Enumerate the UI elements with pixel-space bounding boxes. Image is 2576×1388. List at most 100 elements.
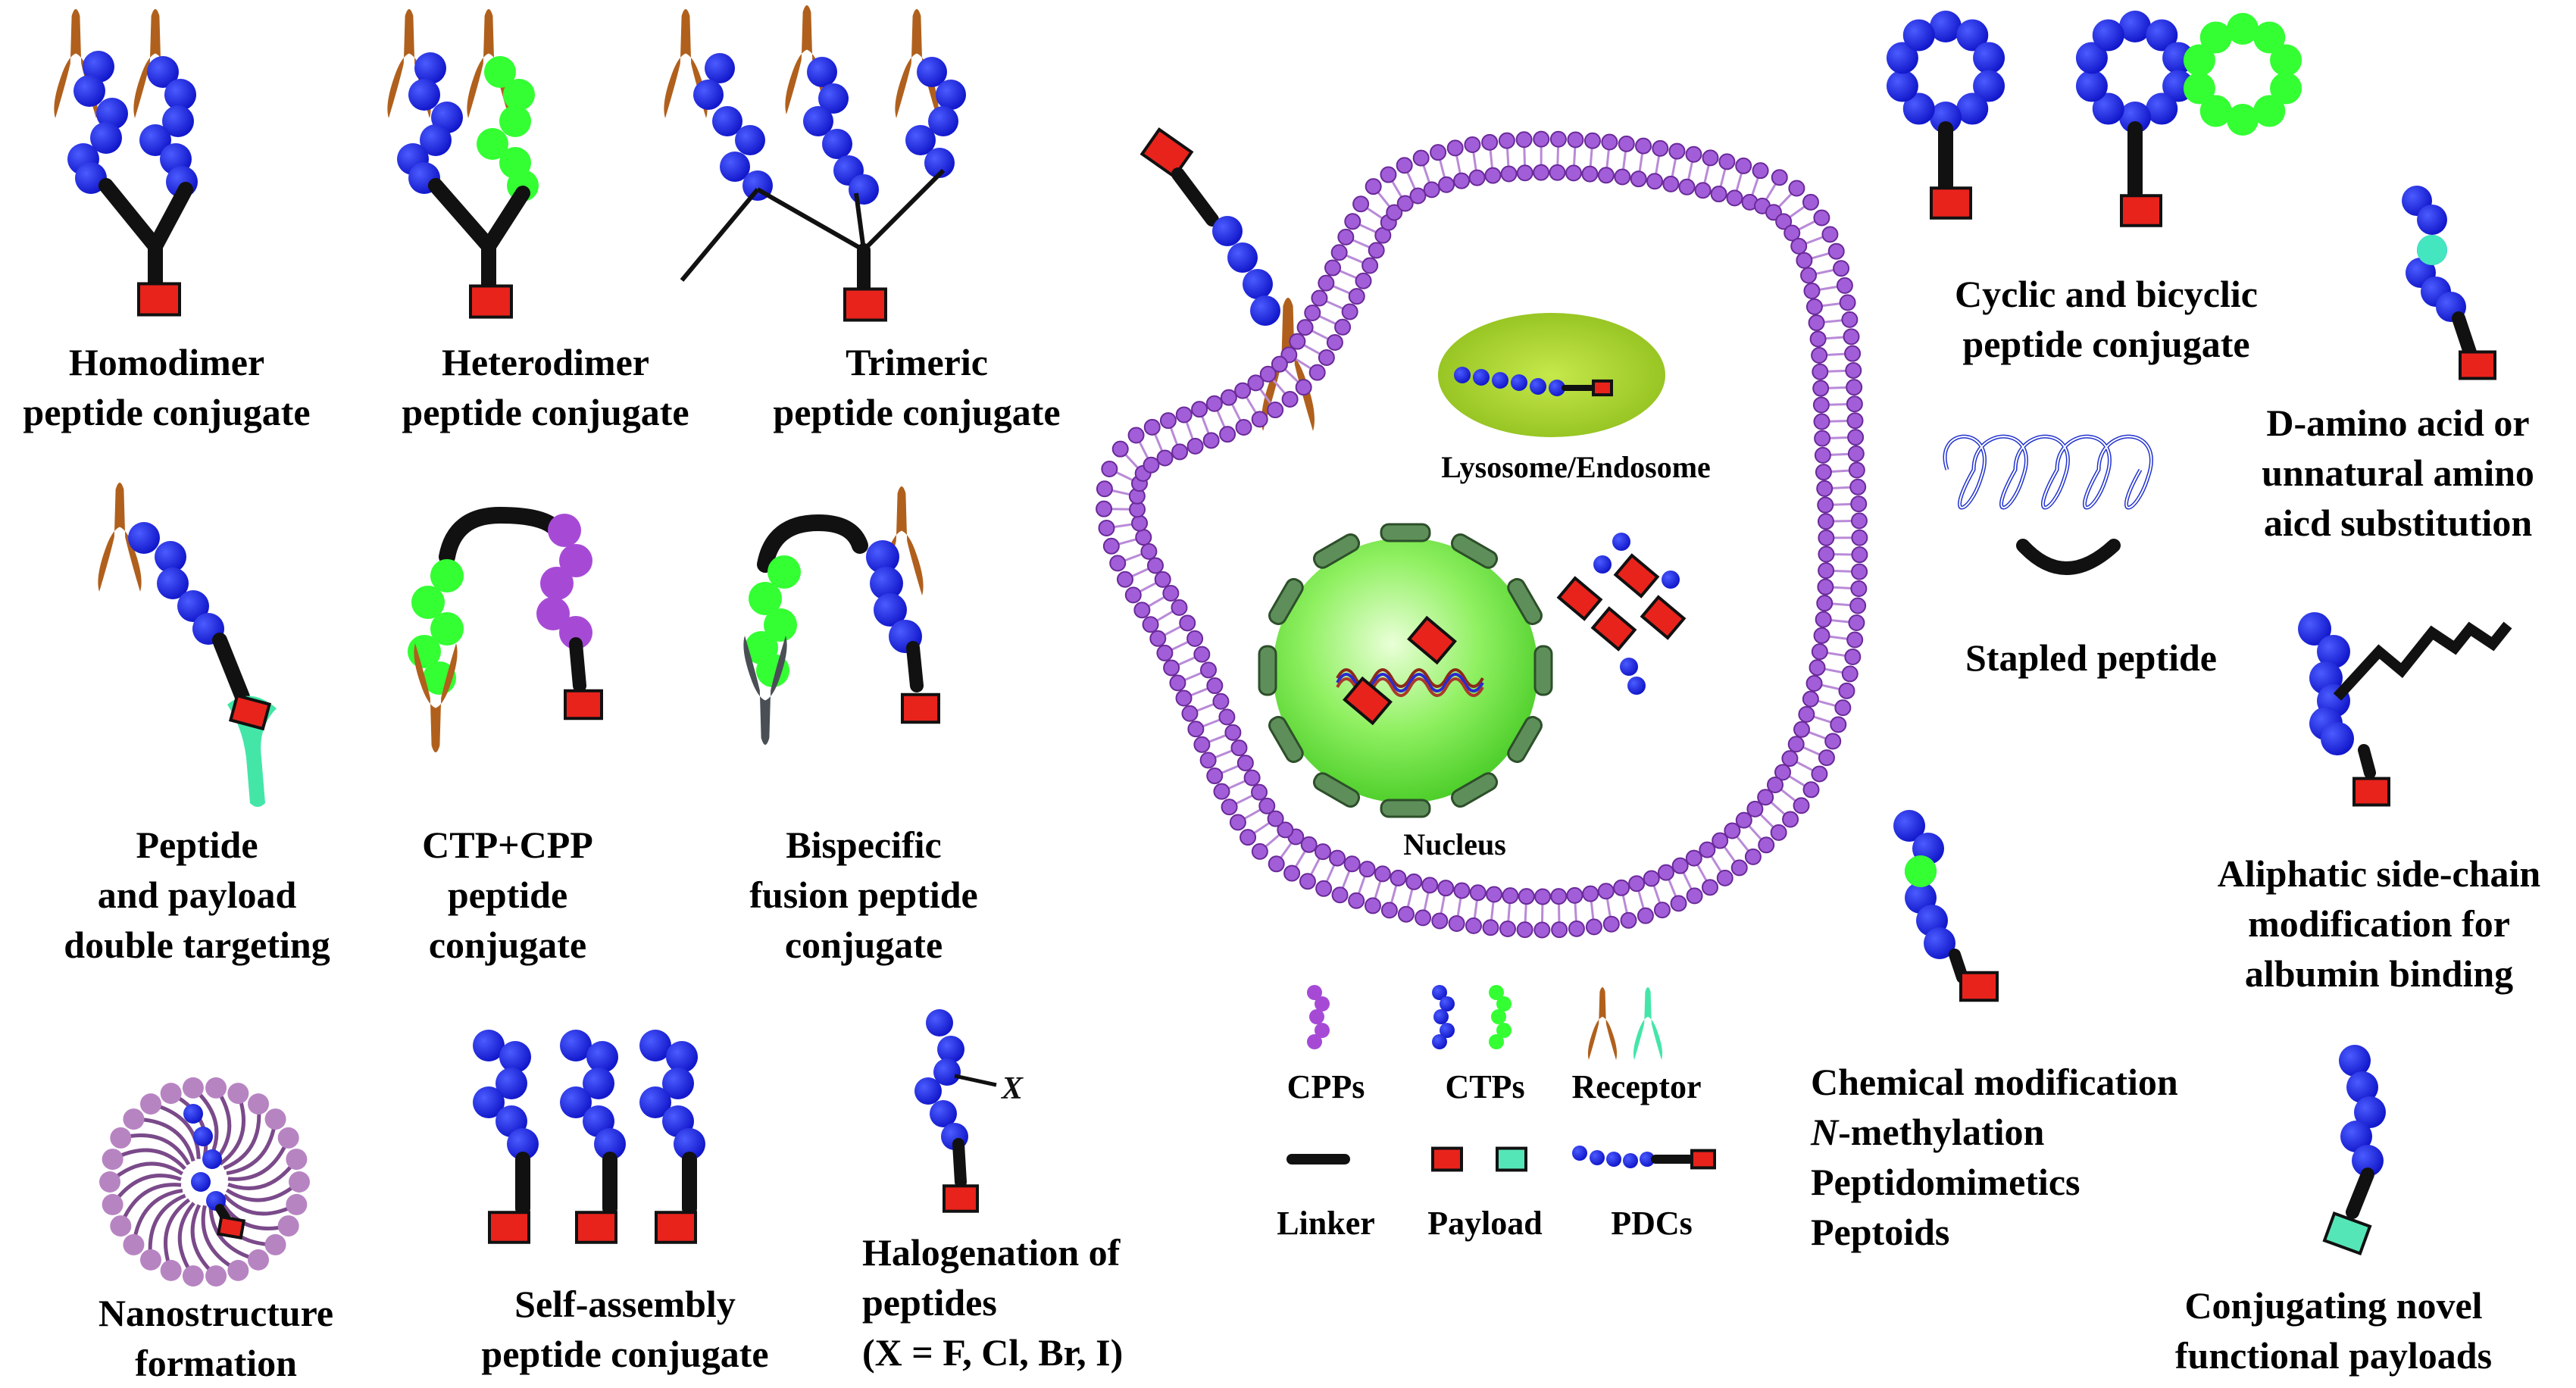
lipid-head	[1811, 331, 1826, 346]
lipid-head	[161, 1083, 182, 1104]
lipid-head	[1187, 631, 1202, 646]
lipid-head	[1422, 877, 1437, 893]
lipid-head	[1245, 771, 1260, 786]
lipid-head	[286, 1194, 307, 1215]
lipid-head	[1568, 132, 1583, 147]
lipid-head	[1353, 196, 1368, 211]
linker-arm	[682, 250, 864, 280]
lipid-head	[1207, 396, 1222, 411]
lipid-head	[1712, 186, 1727, 202]
lipid-head	[1533, 132, 1549, 147]
peptide-bead	[914, 1077, 942, 1105]
lipid-head	[1818, 563, 1834, 578]
lipid-head	[1846, 380, 1862, 395]
n-methylation-rest: -methylation	[1838, 1111, 2044, 1153]
nucleus-label: Nucleus	[1364, 826, 1546, 864]
linker	[106, 186, 155, 246]
lipid-head	[1177, 690, 1192, 705]
lipid-head	[1170, 675, 1185, 690]
lipid-head	[286, 1149, 307, 1170]
receptor	[1588, 987, 1617, 1060]
lipid-head	[1815, 628, 1830, 643]
lipid-head	[1569, 921, 1584, 936]
lipid-head	[1213, 694, 1228, 709]
lipid-head	[1099, 520, 1114, 536]
lipid-head	[102, 1194, 123, 1215]
lipid-head	[1369, 242, 1384, 258]
peptide-bead	[193, 1127, 213, 1146]
aliphatic-conjugate	[2298, 612, 2508, 805]
lipid-head	[1655, 902, 1670, 918]
peptide-bead	[849, 174, 879, 205]
linker	[958, 1144, 961, 1182]
linker-arm	[682, 189, 758, 280]
lipid-head	[1614, 880, 1629, 896]
lipid-head	[1325, 261, 1340, 276]
lipid-head	[1551, 889, 1566, 904]
lipid-head	[1732, 860, 1747, 875]
lipid-head	[1679, 180, 1694, 195]
lipid-head	[1252, 785, 1267, 800]
lipid-head	[1814, 211, 1829, 226]
lipid-head	[123, 1108, 144, 1130]
lipid-head	[1315, 844, 1330, 859]
payload	[1642, 597, 1683, 638]
lipid-head	[1449, 916, 1465, 931]
lipid-head	[1818, 580, 1833, 595]
lipid-head	[1840, 295, 1855, 310]
lipid-head	[1132, 516, 1147, 531]
incoming-pdc	[1142, 130, 1315, 431]
payload	[1593, 381, 1612, 395]
lipid-head	[248, 1093, 269, 1114]
lipid-head	[1517, 132, 1532, 147]
lipid-head	[1454, 883, 1469, 898]
lipid-head	[1192, 402, 1207, 417]
lipid-head	[1848, 430, 1863, 445]
lipid-head	[1696, 183, 1711, 198]
halogenation-conjugate: X	[914, 1009, 1024, 1211]
lipid-head	[1812, 644, 1827, 659]
helix-highlight	[1945, 436, 2151, 508]
lipid-head	[1366, 179, 1381, 194]
lipid-head	[1252, 844, 1268, 859]
nuclear-pore	[1381, 524, 1430, 541]
lipid-head	[1126, 587, 1141, 602]
lipid-head	[1310, 365, 1325, 380]
chemical-modification-conjugate	[1893, 810, 1997, 1000]
linker	[576, 644, 580, 686]
lipid-head	[1259, 799, 1274, 814]
peptide-bead	[128, 522, 160, 554]
peptide-bead	[705, 53, 735, 83]
peptide-bead	[2200, 21, 2232, 53]
lipid-head	[1789, 736, 1804, 752]
lipid-head	[161, 1260, 182, 1281]
lipid-head	[1719, 154, 1734, 169]
lipid-head	[1815, 431, 1830, 446]
lipid-head	[1847, 396, 1862, 411]
lipid-head	[1817, 481, 1832, 496]
lipid-head	[1410, 189, 1425, 204]
peptide-bead	[540, 567, 574, 600]
lipid-head	[1236, 420, 1252, 435]
lipid-head	[1621, 913, 1637, 928]
lipid-head	[1207, 768, 1222, 783]
lipid-head	[1439, 177, 1454, 192]
lipid-head	[1338, 230, 1353, 245]
payload	[1593, 608, 1634, 649]
lipid-head	[183, 1265, 204, 1286]
lipid-head	[1822, 227, 1837, 242]
lipid-head	[1454, 174, 1469, 189]
linker	[447, 515, 557, 557]
lipid-head	[1499, 133, 1515, 148]
lipid-head	[99, 1171, 120, 1193]
lipid-head	[1712, 833, 1727, 849]
linker	[2352, 1174, 2368, 1212]
peptide-bead	[1662, 571, 1680, 589]
peptide-bead	[499, 105, 531, 137]
lipid-head	[1182, 706, 1197, 721]
lipid-head	[1096, 502, 1111, 517]
peptide-bead	[1212, 216, 1243, 246]
lipid-head	[1327, 335, 1343, 350]
